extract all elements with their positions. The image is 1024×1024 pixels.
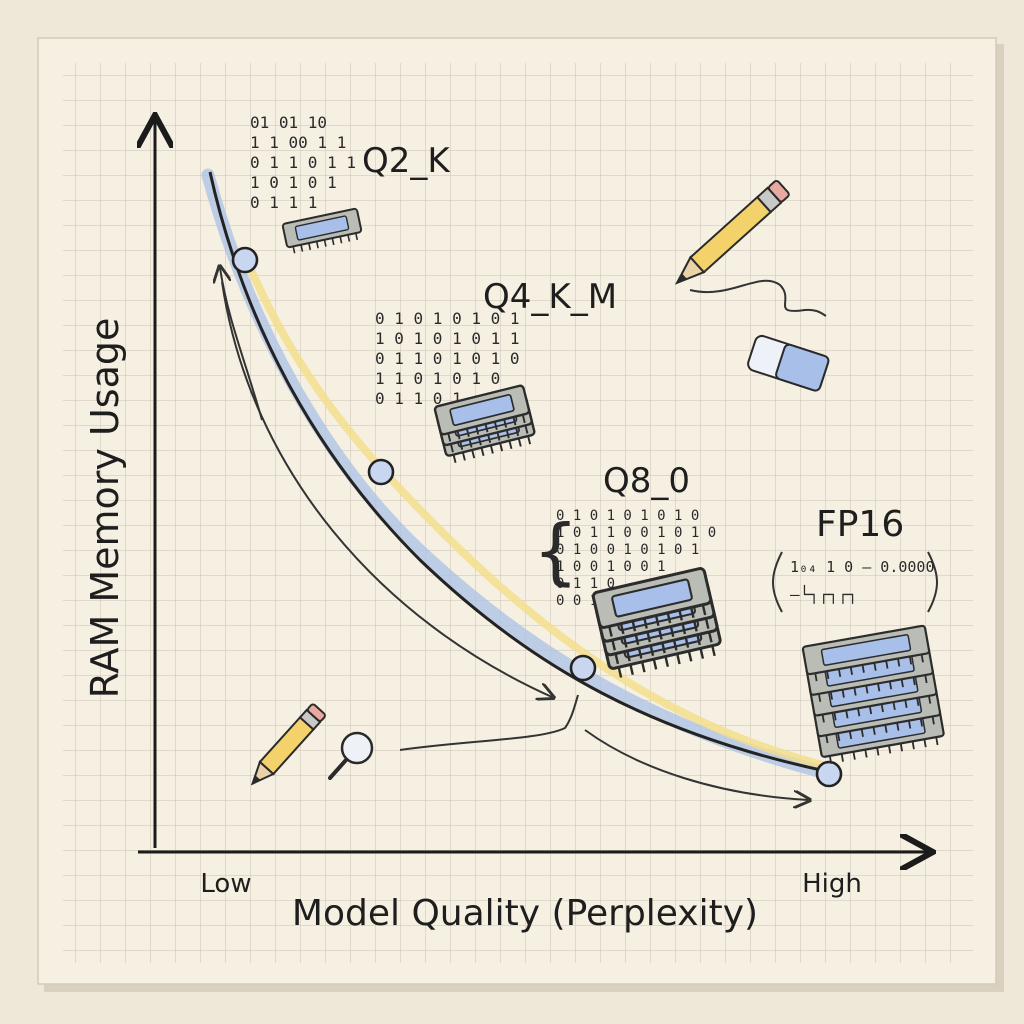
q2k-binary-line: 1 0 1 0 1 bbox=[250, 173, 337, 192]
fp16-float-value: 1₀₄ 1 0 – 0.0000 bbox=[790, 558, 935, 576]
q8-binary-line: 1 0 0 1 0 0 1 bbox=[556, 559, 666, 575]
q2k-binary-line: 0 1 1 1 bbox=[250, 193, 317, 212]
point-fp16 bbox=[815, 760, 843, 788]
q8-binary-line: 1 0 1 1 0 0 1 0 1 0 bbox=[556, 525, 716, 541]
fp16-float-bracket: 1₀₄ 1 0 – 0.0000 –└┐┌┐┌┐ bbox=[772, 551, 938, 613]
y-axis-label: RAM Memory Usage bbox=[83, 318, 127, 699]
pencil-icon bbox=[674, 179, 790, 285]
arrow-long-sweep bbox=[221, 281, 552, 697]
q8-label: Q8_0 bbox=[603, 461, 690, 501]
arrow-back-up bbox=[220, 268, 263, 421]
pencil-scribble bbox=[689, 279, 827, 317]
q4km-binary-line: 0 1 0 1 0 1 0 1 bbox=[375, 309, 520, 328]
q4km-binary: 0 1 0 1 0 1 0 1 1 0 1 0 1 0 1 1 0 1 1 0 … bbox=[375, 309, 520, 408]
x-axis-low-label: Low bbox=[200, 869, 251, 899]
q2k-label: Q2_K bbox=[362, 141, 451, 181]
curve-highlight-yellow bbox=[248, 268, 838, 772]
magnifier-icon bbox=[328, 731, 374, 780]
q8-binary-brace: { bbox=[534, 509, 577, 593]
arrow-from-magnifier bbox=[399, 694, 579, 751]
fp16-wave: –└┐┌┐┌┐ bbox=[790, 584, 857, 604]
q2k-binary-line: 1 1 00 1 1 bbox=[250, 133, 346, 152]
q8-binary-line: 0 1 0 1 0 1 0 1 0 bbox=[556, 508, 699, 524]
q2k-binary-line: 01 01 10 bbox=[250, 113, 327, 132]
q4km-binary-line: 0 1 1 0 1 bbox=[375, 389, 462, 408]
q4km-binary-line: 1 0 1 0 1 0 1 1 bbox=[375, 329, 520, 348]
q2k-binary-line: 0 1 1 0 1 1 bbox=[250, 153, 356, 172]
arrow-to-fp16 bbox=[584, 729, 808, 800]
q8-binary: { 0 1 0 1 0 1 0 1 0 1 0 1 1 0 0 1 0 1 0 … bbox=[534, 508, 716, 609]
fp16-label: FP16 bbox=[816, 504, 904, 545]
x-axis-high-label: High bbox=[802, 869, 862, 899]
eraser-icon bbox=[747, 334, 830, 392]
point-q8 bbox=[569, 654, 597, 682]
q8-binary-line: 0 1 1 0 bbox=[556, 576, 615, 592]
point-q4km bbox=[367, 458, 395, 486]
q4km-binary-line: 0 1 1 0 1 0 1 0 bbox=[375, 349, 520, 368]
q8-binary-line: 0 1 0 0 1 0 1 0 1 bbox=[556, 542, 699, 558]
small-pencil-icon bbox=[250, 703, 326, 786]
curve-highlight-blue bbox=[201, 168, 837, 781]
point-q2k bbox=[231, 246, 259, 274]
q4km-label: Q4_K_M bbox=[483, 277, 617, 317]
x-axis-label: Model Quality (Perplexity) bbox=[292, 893, 758, 934]
tradeoff-curve bbox=[208, 171, 831, 774]
q4km-binary-line: 1 1 0 1 0 1 0 bbox=[375, 369, 500, 388]
q2k-binary: 01 01 10 1 1 00 1 1 0 1 1 0 1 1 1 0 1 0 … bbox=[250, 113, 356, 212]
